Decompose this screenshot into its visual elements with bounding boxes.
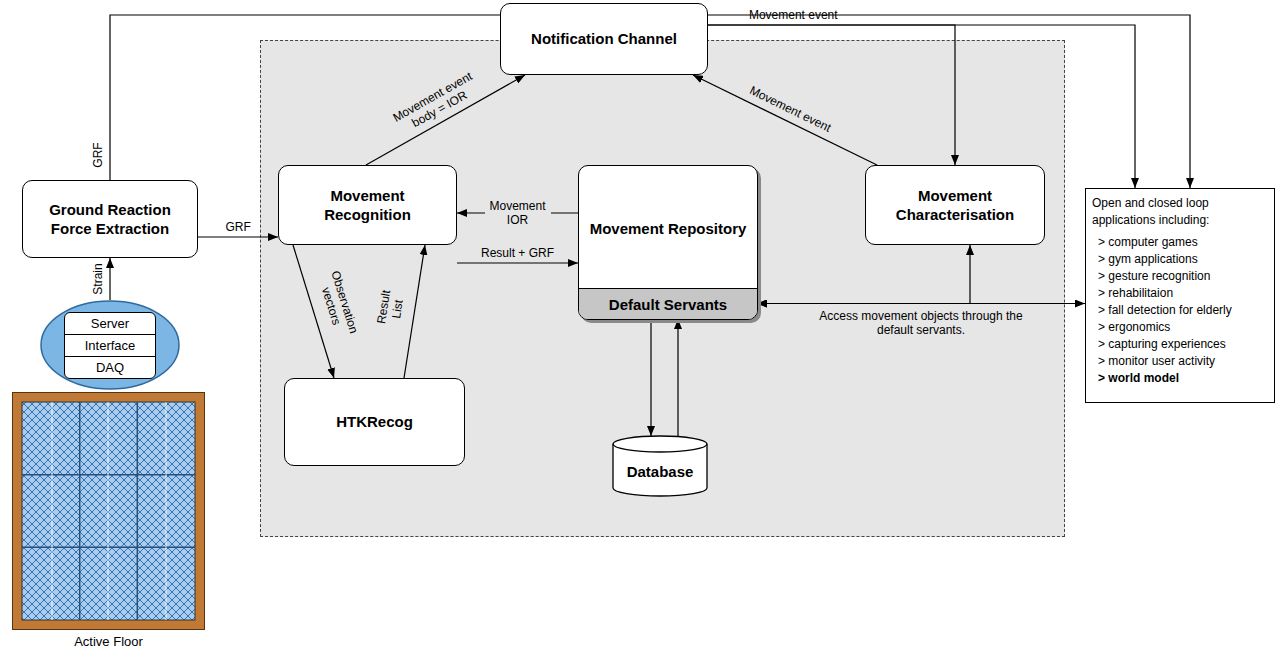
node-text: Server [65, 313, 155, 334]
floor-surface [22, 402, 195, 620]
floor-strips [52, 402, 166, 620]
floor-frame [13, 393, 205, 630]
node-text: > computer games [1092, 234, 1268, 251]
node-text: > ergonomics [1092, 319, 1268, 336]
node-text: Ground Reaction Force Extraction [31, 200, 189, 238]
node-text: > fall detection for elderly [1092, 302, 1268, 319]
cylinder-rim [613, 444, 707, 452]
connector [757, 245, 970, 304]
node-text: > gesture recognition [1092, 268, 1268, 285]
connector [109, 258, 110, 300]
connector [693, 75, 877, 165]
node-text: > gym applications [1092, 251, 1268, 268]
node-text: > world model [1092, 370, 1268, 387]
edge-label: Movement event [749, 8, 838, 22]
process-box: Movement Characterisation [865, 165, 1045, 245]
connector [198, 236, 278, 237]
node-text: HTKRecog [336, 412, 413, 431]
repository-box: Movement RepositoryDefault Servants [578, 165, 758, 320]
node-text: > rehabilitaion [1092, 285, 1268, 302]
node-text: Movement Characterisation [874, 186, 1036, 224]
connector [677, 319, 678, 436]
active-floor-drawing [12, 392, 205, 630]
process-box: HTKRecog [284, 378, 465, 466]
process-box: Movement Recognition [278, 165, 457, 245]
ellipse-shape [41, 301, 179, 389]
edge-label: GRF [90, 143, 104, 168]
edge-label: Result + GRF [481, 246, 554, 260]
applications-box: Open and closed loop applications includ… [1085, 188, 1275, 403]
node-text: Default Servants [609, 295, 727, 314]
active-floor: Active Floor [12, 392, 205, 630]
node-text: > capturing experiences [1092, 336, 1268, 353]
floor-tile-grid [22, 402, 195, 620]
connector [708, 25, 955, 165]
node-text: Movement Recognition [287, 186, 448, 224]
connector [708, 25, 1135, 188]
daq-stack: ServerInterfaceDAQ [64, 312, 156, 379]
edge-label: Movement IOR [485, 198, 551, 228]
daq-ellipse: ServerInterfaceDAQ [40, 300, 180, 390]
node-text: Active Floor [0, 634, 225, 650]
channel-box: Notification Channel [500, 3, 708, 75]
edge-label: GRF [226, 220, 251, 234]
connector [457, 262, 578, 263]
edge-label: Strain [90, 263, 104, 294]
process-box: Ground Reaction Force Extraction [22, 180, 198, 258]
node-text: > monitor user activity [1092, 353, 1268, 370]
cylinder-body [613, 436, 707, 496]
node-text: Notification Channel [531, 29, 677, 48]
node-text: Interface [65, 334, 155, 356]
database-cylinder: Database [612, 435, 708, 497]
connector [650, 319, 651, 436]
servants-band: Default Servants [579, 288, 757, 319]
connector [110, 15, 1190, 188]
node-text: DAQ [65, 356, 155, 378]
node-text: Open and closed loop applications includ… [1092, 195, 1268, 229]
node-text: Database [627, 462, 694, 481]
connector [404, 245, 425, 378]
node-text: Movement Repository [590, 219, 747, 238]
edge-label: Access movement objects through the defa… [814, 309, 1029, 337]
